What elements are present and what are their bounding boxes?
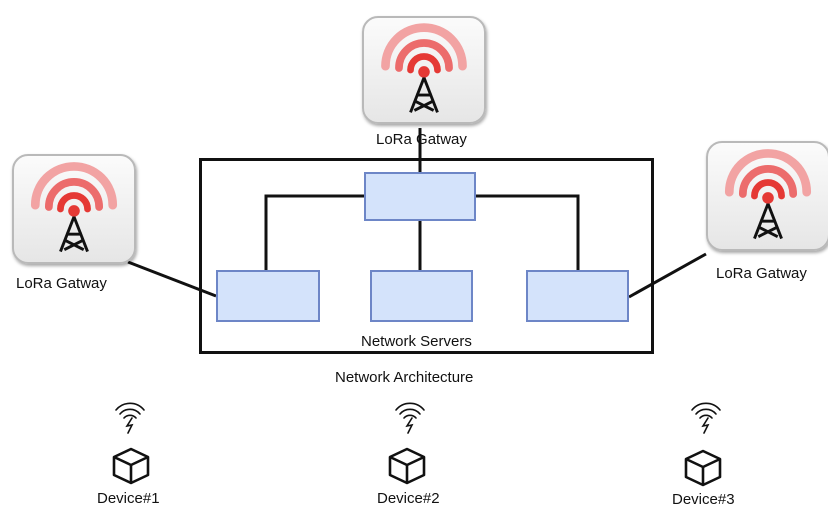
cube-icon	[388, 447, 426, 485]
gateway-right	[706, 141, 828, 251]
radio-tower-icon	[30, 162, 118, 253]
server-top	[364, 172, 476, 221]
gateway-left	[12, 154, 136, 264]
server-middle	[370, 270, 473, 322]
wireless-signal-icon	[395, 402, 425, 434]
radio-tower-icon	[724, 149, 812, 240]
device-2-label: Device#2	[377, 490, 440, 507]
gateway-top	[362, 16, 486, 124]
radio-tower-icon	[381, 23, 467, 113]
wireless-signal-icon	[115, 402, 145, 434]
network-servers-label: Network Servers	[361, 333, 472, 350]
gateway-right-label: LoRa Gatway	[716, 265, 807, 282]
network-servers-frame	[199, 158, 654, 354]
device-3-label: Device#3	[672, 491, 735, 508]
gateway-left-label: LoRa Gatway	[16, 275, 107, 292]
cube-icon	[684, 449, 722, 487]
gateway-top-label: LoRa Gatway	[376, 131, 467, 148]
server-right	[526, 270, 629, 322]
network-architecture-label: Network Architecture	[335, 369, 474, 386]
cube-icon	[112, 447, 150, 485]
server-left	[216, 270, 320, 322]
device-1-label: Device#1	[97, 490, 160, 507]
wireless-signal-icon	[691, 402, 721, 434]
